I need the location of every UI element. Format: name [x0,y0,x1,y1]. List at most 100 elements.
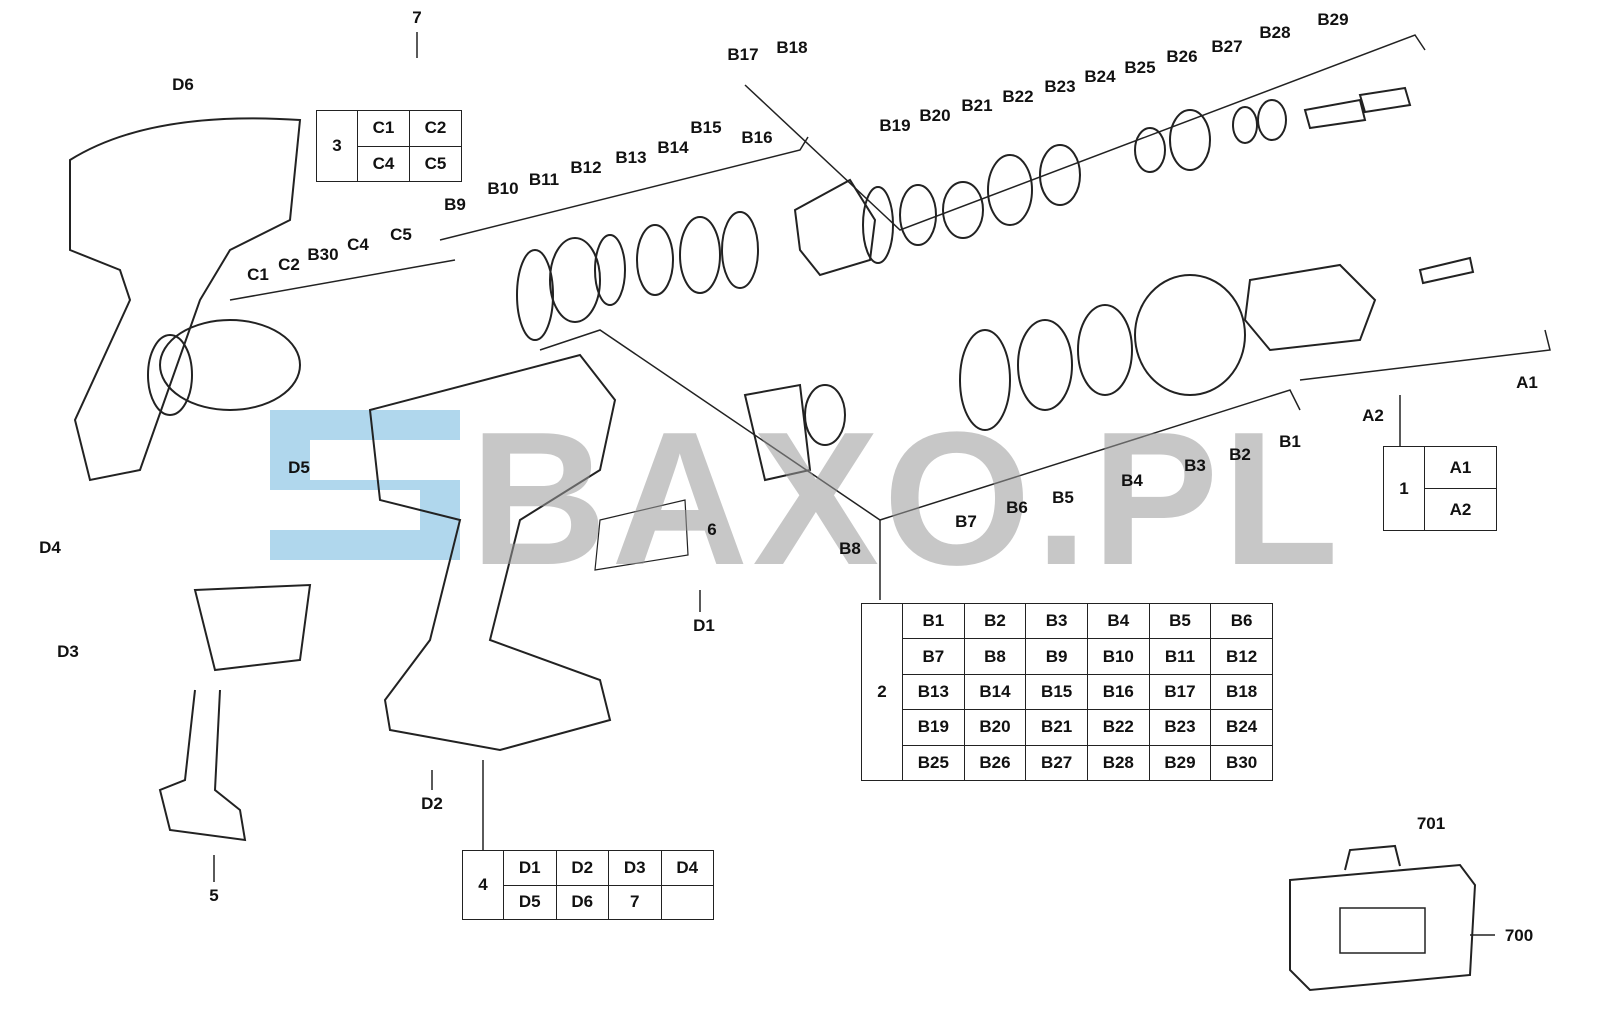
kit-number: 3 [316,110,358,182]
kit-part-cell: B10 [1086,638,1150,675]
callout-b24: B24 [1084,67,1116,86]
kit-part-cell: D5 [503,884,557,920]
callout-b30: B30 [307,245,339,264]
callout-c4: C4 [347,235,369,254]
kit-part-cell: B19 [902,709,965,746]
kit-part-cell: B30 [1210,744,1273,782]
callout-b17: B17 [727,45,759,64]
kit-part-cell: D1 [503,850,557,886]
callout-b28: B28 [1259,23,1291,42]
callout-5: 5 [209,886,219,905]
kit-part-cell: A2 [1424,488,1497,531]
gearbox-parts [516,86,1412,341]
callout-b13: B13 [615,148,647,167]
kit-number: 2 [861,603,903,781]
kit-part-cell: B16 [1086,673,1150,711]
callout-b16: B16 [741,128,773,147]
kit-part-cell: D3 [608,850,662,886]
carry-case-700 [1289,863,1477,992]
kit-part-cell: B23 [1148,709,1212,746]
callout-b18: B18 [776,38,808,57]
callout-6: 6 [707,520,717,539]
callout-b5: B5 [1052,488,1074,507]
kit-part-cell: B1 [902,602,965,640]
callout-d3: D3 [57,642,79,661]
callout-b6: B6 [1006,498,1028,517]
callout-b20: B20 [919,106,951,125]
kit-part-cell: B17 [1148,673,1212,711]
kit-part-cell: B24 [1210,709,1273,746]
kit-part-cell: B8 [963,638,1027,675]
kit-part-cell: C5 [409,145,462,182]
callout-c2: C2 [278,255,300,274]
callout-b4: B4 [1121,471,1143,490]
front-assembly-parts [743,256,1475,482]
motor-c1 [159,319,301,411]
callout-b21: B21 [961,96,993,115]
callout-b3: B3 [1184,456,1206,475]
kit-part-cell: B14 [963,673,1027,711]
callout-b7: B7 [955,512,977,531]
kit-number: 4 [462,850,504,920]
callout-b25: B25 [1124,58,1156,77]
kit-part-cell: C1 [357,110,410,147]
watermark: BAXO.PL [470,393,1343,605]
callout-7: 7 [412,8,422,27]
callout-d5: D5 [288,458,310,477]
housing-half-d6 [69,117,302,482]
kit-part-cell: B15 [1025,673,1088,711]
watermark-logo [270,410,460,560]
callout-b8: B8 [839,539,861,558]
kit-part-cell: B7 [902,638,965,675]
kit-part-cell: B25 [902,744,965,782]
callout-c5: C5 [390,225,412,244]
callout-a2: A2 [1362,406,1384,425]
kit-part-cell: B13 [902,673,965,711]
callout-d2: D2 [421,794,443,813]
label-sticker-6 [594,499,689,571]
kit-part-cell [660,884,714,920]
kit-part-cell: C4 [357,145,410,182]
kit-part-cell: B3 [1025,602,1088,640]
callout-700: 700 [1504,926,1534,945]
callout-b29: B29 [1317,10,1349,29]
kit-part-cell: B5 [1148,602,1212,640]
kit-part-cell: B12 [1210,638,1273,675]
kit-part-cell: B21 [1025,709,1088,746]
callout-b11: B11 [528,170,560,189]
callout-d6: D6 [172,75,194,94]
callout-701: 701 [1416,814,1446,833]
callout-b14: B14 [657,138,689,157]
callout-b23: B23 [1044,77,1076,96]
kit-part-cell: B28 [1086,744,1150,782]
callout-c1: C1 [247,265,269,284]
kit-part-cell: B9 [1025,638,1088,675]
housing-half-d2 [368,353,617,752]
callout-b10: B10 [487,179,519,198]
kit-part-cell: B4 [1086,602,1150,640]
kit-part-cell: B18 [1210,673,1273,711]
callout-b19: B19 [879,116,911,135]
callout-a1: A1 [1516,373,1538,392]
kit-part-cell: B20 [963,709,1027,746]
callout-b15: B15 [690,118,722,137]
kit-part-cell: B22 [1086,709,1150,746]
kit-part-cell: B29 [1148,744,1212,782]
callout-b26: B26 [1166,47,1198,66]
kit-part-cell: A1 [1424,446,1497,489]
kit-part-cell: D4 [660,850,714,886]
callout-b12: B12 [570,158,602,177]
kit-part-cell: B2 [963,602,1027,640]
callout-b1: B1 [1279,432,1301,451]
leader-lines [213,32,1551,936]
switch-5 [158,583,312,842]
callout-b2: B2 [1229,445,1251,464]
callout-b22: B22 [1002,87,1034,106]
kit-part-cell: 7 [608,884,662,920]
